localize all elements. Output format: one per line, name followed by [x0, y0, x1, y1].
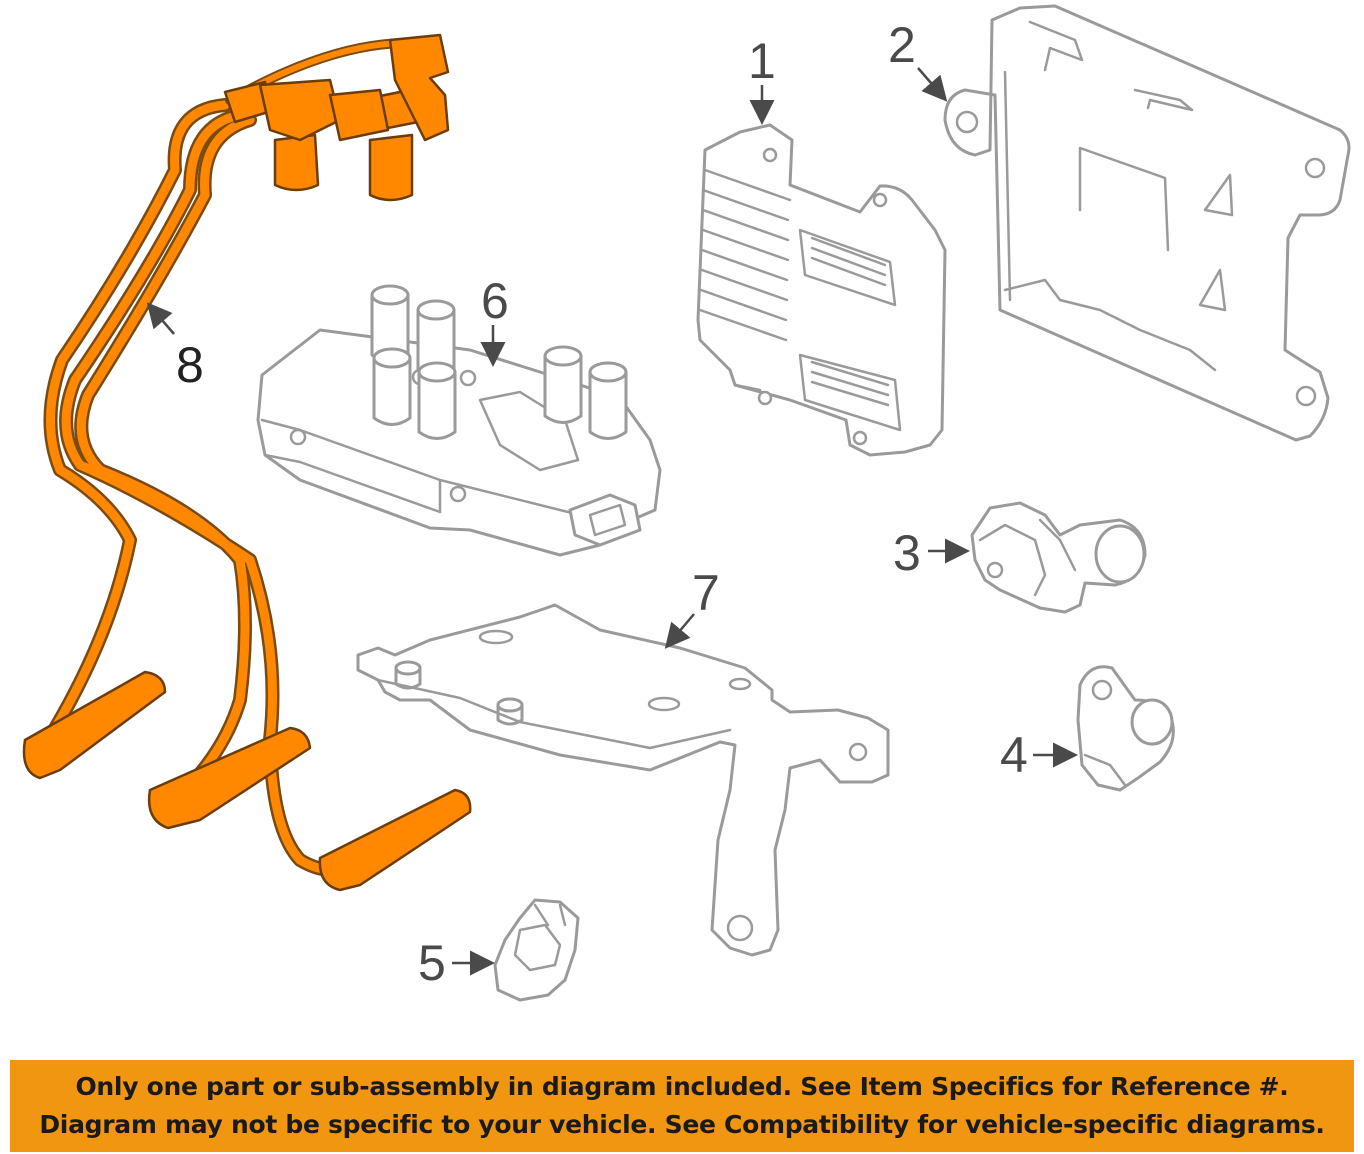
callout-3: 3 — [893, 525, 970, 581]
callout-number-2: 2 — [888, 17, 916, 73]
callout-5: 5 — [418, 935, 495, 991]
callout-number-1: 1 — [748, 33, 776, 89]
callout-8: 8 — [146, 302, 204, 393]
callout-6: 6 — [480, 273, 509, 367]
callout-number-7: 7 — [692, 565, 720, 621]
callout-4: 4 — [1000, 727, 1078, 783]
part-7-coil-bracket — [356, 603, 890, 957]
callout-1: 1 — [748, 33, 776, 125]
part-5-sensor — [493, 898, 580, 1002]
part-8-spark-plug-wire-set — [22, 33, 472, 892]
callout-number-5: 5 — [418, 935, 446, 991]
callout-7: 7 — [664, 565, 720, 649]
callout-number-3: 3 — [893, 525, 921, 581]
disclaimer-banner: Only one part or sub-assembly in diagram… — [10, 1060, 1354, 1152]
part-4-sensor — [1076, 665, 1175, 792]
callout-number-6: 6 — [481, 273, 509, 329]
part-2-mounting-bracket — [943, 4, 1351, 442]
callout-number-8: 8 — [176, 337, 204, 393]
disclaimer-line-2: Diagram may not be specific to your vehi… — [39, 1110, 1325, 1139]
callout-number-4: 4 — [1000, 727, 1028, 783]
part-1-control-module — [696, 123, 947, 457]
callout-2: 2 — [888, 17, 948, 102]
part-3-position-sensor — [970, 501, 1147, 614]
parts-diagram: 1 2 3 4 5 6 7 8 — [22, 4, 1351, 1002]
disclaimer-line-1: Only one part or sub-assembly in diagram… — [75, 1072, 1289, 1101]
part-6-ignition-coil-pack — [256, 284, 662, 557]
